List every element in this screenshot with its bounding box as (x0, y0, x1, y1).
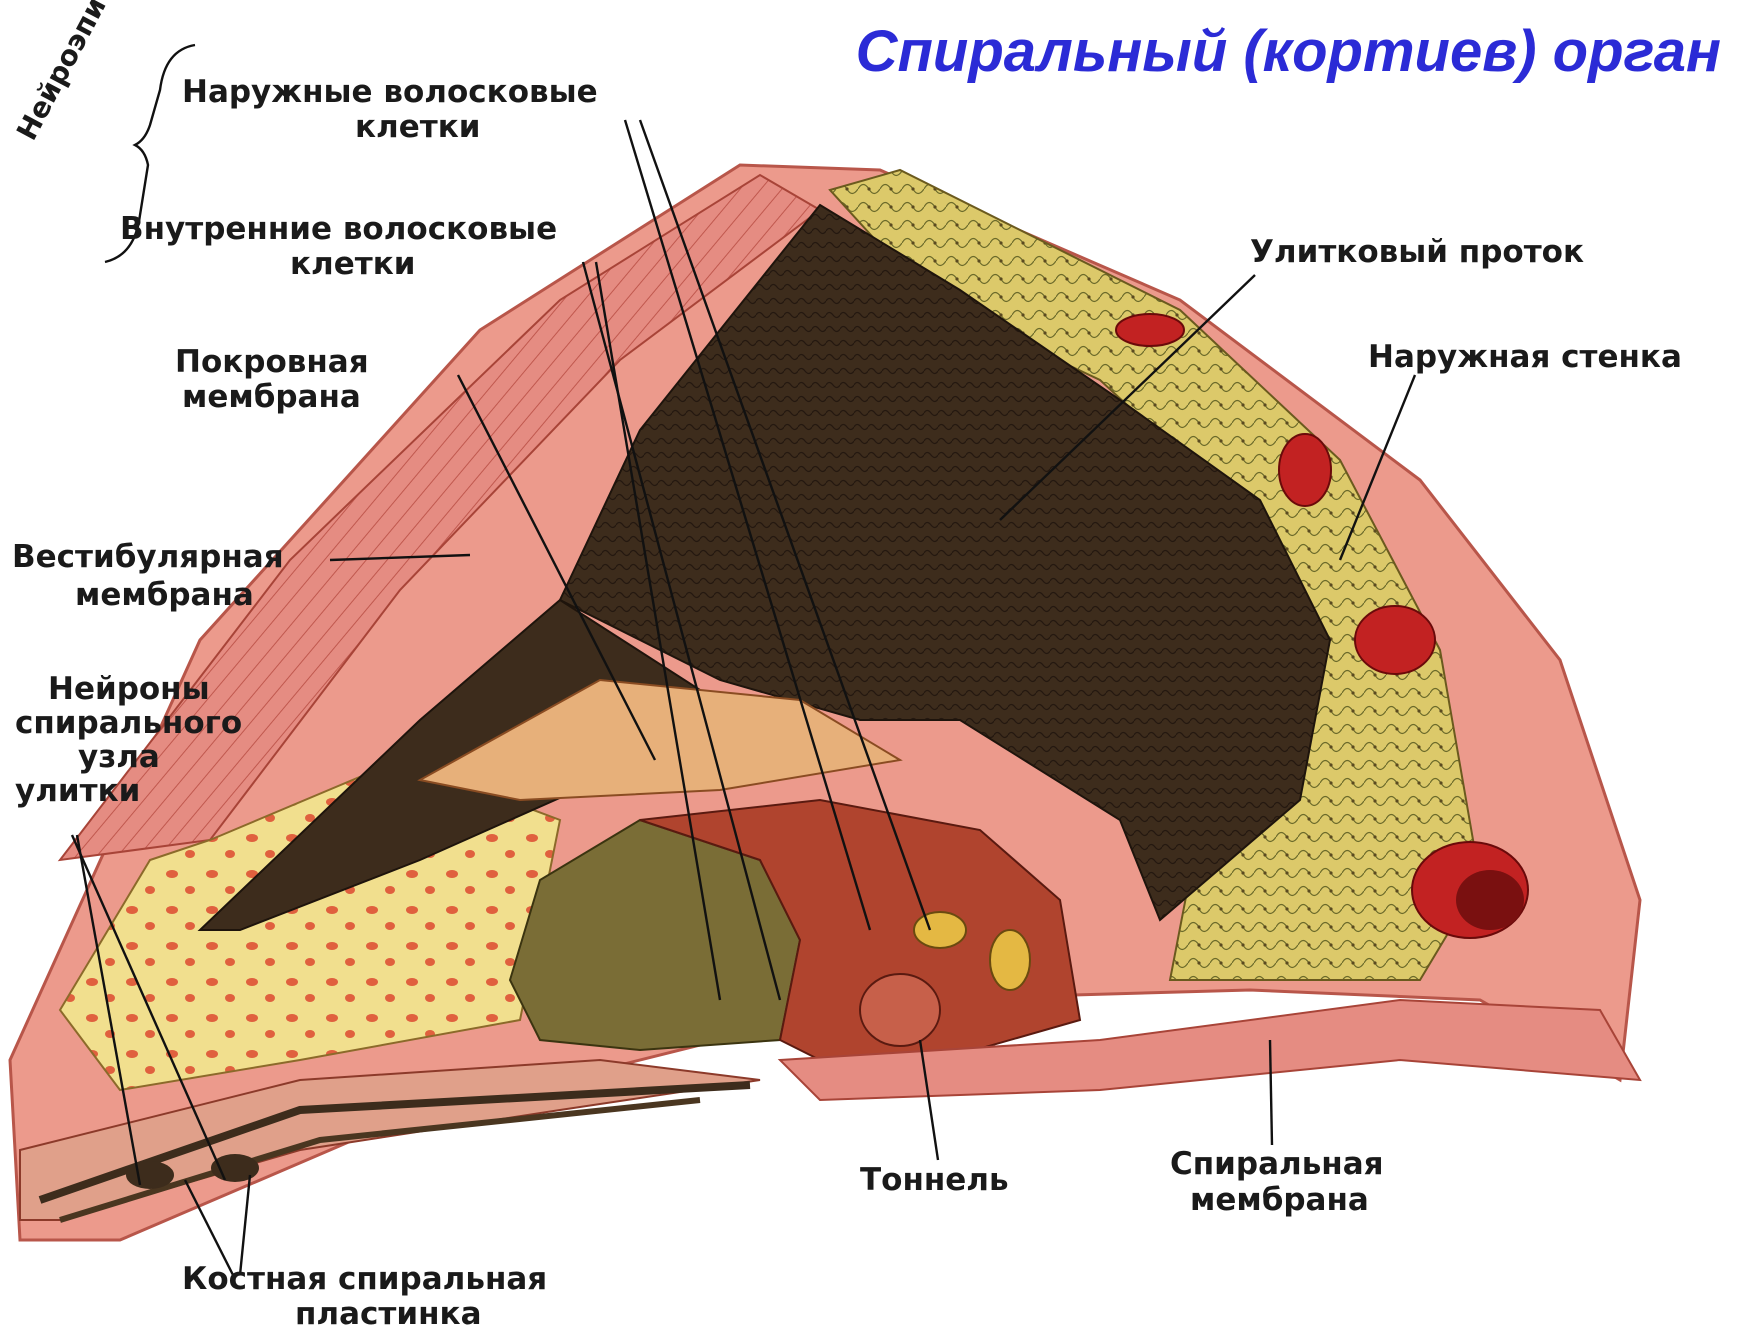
spiral-ganglion-neuron (211, 1154, 259, 1182)
label-cochlear-duct: Улитковый проток (1250, 235, 1584, 269)
hair-cell (914, 912, 966, 948)
label-neurons-1: Нейроны (48, 672, 210, 706)
label-outer-hair-cells-1: Наружные волосковые (182, 75, 598, 109)
tunnel-space (860, 974, 940, 1046)
label-outer-hair-cells-2: клетки (355, 110, 481, 144)
label-inner-hair-cells-1: Внутренние волосковые (120, 212, 557, 246)
label-neurons-4: улитки (15, 774, 140, 808)
label-bony-lamina-1: Костная спиральная (182, 1262, 547, 1296)
label-vestibular-membrane-1: Вестибулярная (12, 540, 284, 574)
label-outer-wall: Наружная стенка (1368, 340, 1682, 374)
blood-vessel (1355, 606, 1435, 674)
page-title: Спиральный (кортиев) орган (856, 18, 1721, 85)
blood-vessel (1279, 434, 1331, 506)
blood-vessel-lumen (1456, 870, 1524, 930)
blood-vessel (1116, 314, 1184, 346)
spiral-ganglion-neuron (126, 1161, 174, 1189)
label-vestibular-membrane-2: мембрана (75, 578, 254, 612)
label-neurons-3: узла (78, 740, 160, 774)
label-tunnel: Тоннель (860, 1163, 1009, 1197)
label-spiral-membrane-1: Спиральная (1170, 1147, 1384, 1181)
label-neurons-2: спирального (15, 706, 242, 740)
label-tectorial-membrane-1: Покровная (175, 345, 369, 379)
label-bony-lamina-2: пластинка (295, 1297, 481, 1331)
label-tectorial-membrane-2: мембрана (182, 380, 361, 414)
label-inner-hair-cells-2: клетки (290, 247, 416, 281)
hair-cell (990, 930, 1030, 990)
label-spiral-membrane-2: мембрана (1190, 1183, 1369, 1217)
